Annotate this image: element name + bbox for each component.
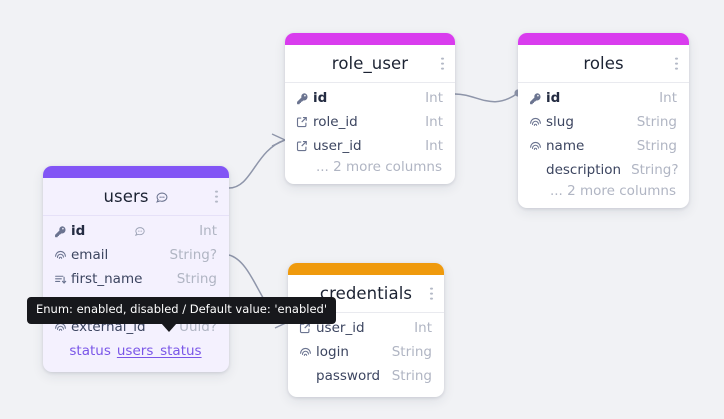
table-row[interactable]: user_id Int bbox=[285, 134, 455, 158]
table-title: role_user bbox=[331, 54, 409, 73]
primary-key-icon bbox=[529, 92, 546, 105]
table-row[interactable]: id Int bbox=[285, 86, 455, 110]
column-name: description bbox=[546, 162, 622, 178]
tooltip-arrow bbox=[161, 322, 177, 332]
more-vertical-icon[interactable] bbox=[441, 57, 444, 70]
unique-icon bbox=[529, 116, 546, 129]
column-name: first_name bbox=[71, 271, 143, 287]
column-name: login bbox=[316, 344, 349, 360]
table-title: roles bbox=[583, 54, 624, 73]
foreign-key-icon bbox=[296, 140, 313, 152]
column-type: String? bbox=[169, 247, 217, 263]
column-name: id bbox=[546, 90, 561, 106]
column-name: role_id bbox=[313, 114, 358, 130]
column-name: name bbox=[546, 138, 585, 154]
table-row[interactable]: slug String bbox=[518, 110, 689, 134]
table-header[interactable]: role_user bbox=[285, 45, 455, 83]
table-row[interactable]: status users_status bbox=[43, 339, 229, 363]
table-header-bar bbox=[288, 263, 444, 275]
tooltip-text: Enum: enabled, disabled / Default value:… bbox=[36, 302, 327, 316]
table-row[interactable]: email String? bbox=[43, 243, 229, 267]
more-vertical-icon[interactable] bbox=[430, 287, 433, 300]
table-row[interactable]: user_id Int bbox=[288, 316, 444, 340]
more-vertical-icon[interactable] bbox=[675, 57, 678, 70]
table-header-bar bbox=[518, 33, 689, 45]
column-type: Int bbox=[425, 90, 443, 106]
column-name: id bbox=[313, 90, 328, 106]
foreign-key-icon bbox=[296, 116, 313, 128]
column-list: user_id Int login String password String bbox=[288, 313, 444, 397]
unique-icon bbox=[54, 249, 71, 262]
column-type: String bbox=[176, 271, 217, 287]
table-row[interactable]: password String bbox=[288, 364, 444, 388]
table-row[interactable]: role_id Int bbox=[285, 110, 455, 134]
column-type: String bbox=[636, 138, 677, 154]
primary-key-icon bbox=[54, 225, 71, 238]
column-type: String bbox=[391, 344, 432, 360]
edge-users-role_user bbox=[228, 139, 286, 189]
table-row[interactable]: id Int bbox=[518, 86, 689, 110]
note-bubble-icon[interactable] bbox=[155, 190, 169, 204]
more-columns-label[interactable]: ... 2 more columns bbox=[315, 159, 442, 175]
table-header[interactable]: credentials bbox=[288, 275, 444, 313]
column-list: id Int role_id Int user_id Int . bbox=[285, 83, 455, 184]
table-row[interactable]: id Int bbox=[43, 219, 229, 243]
table-row[interactable]: name String bbox=[518, 134, 689, 158]
column-type: String? bbox=[631, 162, 679, 178]
table-card-credentials[interactable]: credentials user_id Int bbox=[288, 263, 444, 397]
column-list: id Int email String? bbox=[43, 216, 229, 372]
enum-tooltip: Enum: enabled, disabled / Default value:… bbox=[27, 297, 336, 332]
table-row[interactable]: description String? bbox=[518, 158, 689, 182]
column-type: String bbox=[391, 368, 432, 384]
index-icon bbox=[54, 273, 71, 286]
table-row[interactable]: first_name String bbox=[43, 267, 229, 291]
column-name: slug bbox=[546, 114, 574, 130]
foreign-key-icon bbox=[299, 322, 316, 334]
column-name: id bbox=[71, 223, 86, 239]
unique-icon bbox=[299, 346, 316, 359]
column-name: user_id bbox=[316, 320, 365, 336]
table-card-roles[interactable]: roles id Int slug String bbox=[518, 33, 689, 208]
table-header-bar bbox=[285, 33, 455, 45]
column-name: email bbox=[71, 247, 109, 263]
note-bubble-icon[interactable] bbox=[134, 225, 146, 237]
more-columns-label[interactable]: ... 2 more columns bbox=[549, 183, 676, 199]
column-type: Int bbox=[425, 114, 443, 130]
table-card-role_user[interactable]: role_user id Int role_id Int bbox=[285, 33, 455, 184]
column-name: password bbox=[316, 368, 381, 384]
column-name: status bbox=[69, 343, 111, 359]
column-list: id Int slug String name bbox=[518, 83, 689, 208]
primary-key-icon bbox=[296, 92, 313, 105]
table-header[interactable]: users bbox=[43, 178, 229, 216]
unique-icon bbox=[529, 140, 546, 153]
edge-role_user-roles bbox=[454, 92, 519, 103]
table-header-bar bbox=[43, 166, 229, 178]
column-type: Int bbox=[425, 138, 443, 154]
table-card-users[interactable]: users id bbox=[43, 166, 229, 372]
more-vertical-icon[interactable] bbox=[215, 190, 218, 203]
column-name: user_id bbox=[313, 138, 362, 154]
column-type: Int bbox=[659, 90, 677, 106]
column-type: Int bbox=[199, 223, 218, 239]
table-title: credentials bbox=[319, 284, 413, 303]
table-row[interactable]: login String bbox=[288, 340, 444, 364]
table-header[interactable]: roles bbox=[518, 45, 689, 83]
column-type: String bbox=[636, 114, 677, 130]
column-type-enum-link[interactable]: users_status bbox=[116, 343, 202, 359]
column-type: Int bbox=[414, 320, 432, 336]
table-title: users bbox=[103, 187, 149, 206]
